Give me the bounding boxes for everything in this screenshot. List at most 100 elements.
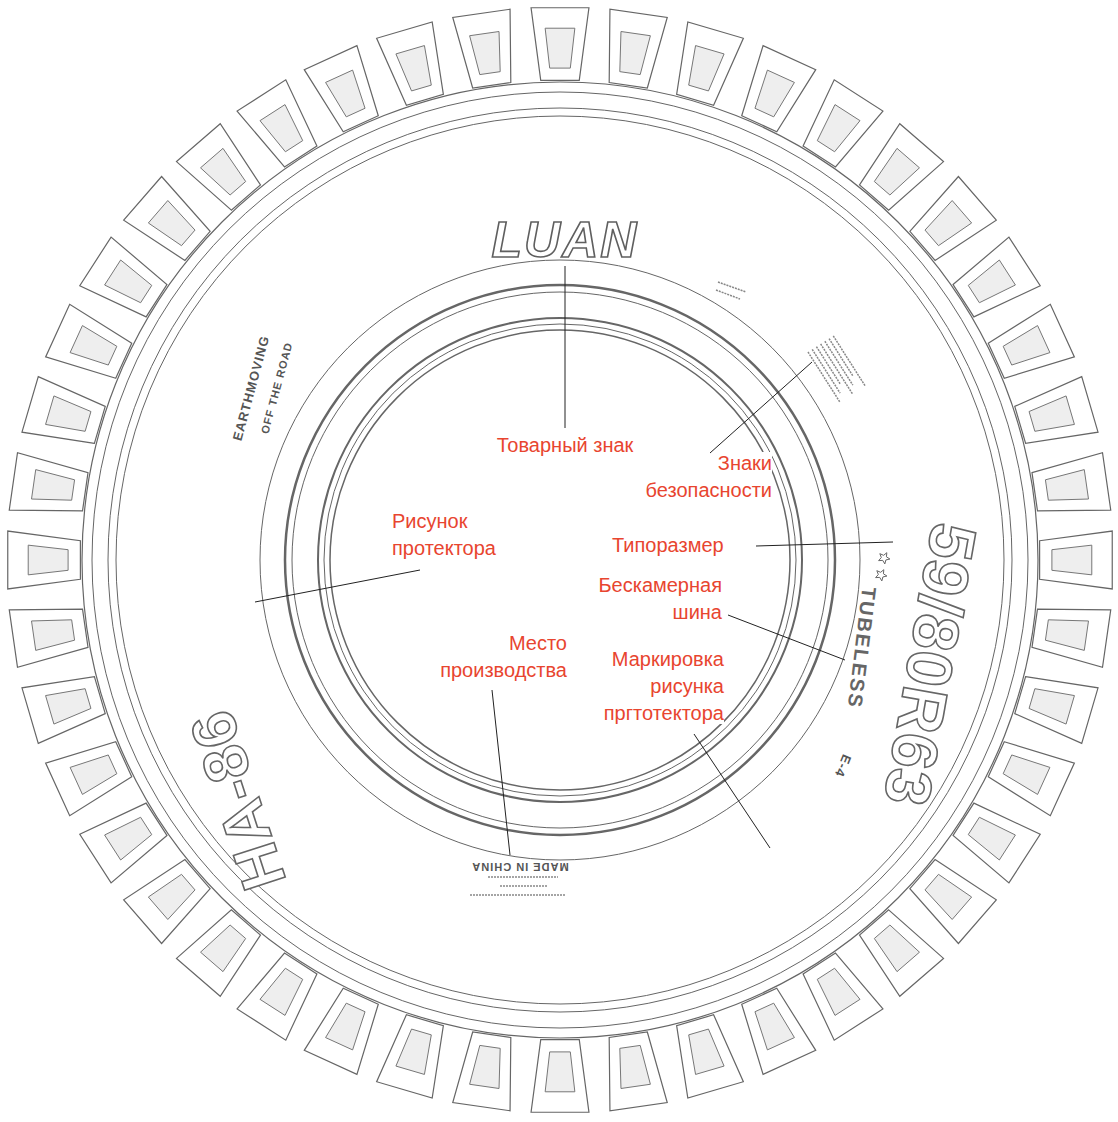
sidewall-text-wrap: TUBELESS bbox=[845, 586, 880, 710]
tread-lug bbox=[677, 1015, 744, 1098]
tread-lug bbox=[910, 860, 996, 944]
tread-lug bbox=[22, 677, 105, 744]
fine-print-mark bbox=[816, 347, 840, 384]
callout-label-wrap: Типоразмер bbox=[612, 532, 762, 559]
fine-print-mark bbox=[500, 885, 548, 887]
lug-pocket bbox=[817, 968, 860, 1015]
lug-pocket bbox=[470, 1045, 501, 1088]
ring bbox=[82, 82, 1038, 1038]
bead-ring bbox=[318, 318, 802, 802]
fine-print-mark bbox=[488, 876, 558, 878]
tread-lug bbox=[803, 80, 883, 167]
callout-label: Типоразмер bbox=[612, 534, 724, 556]
tread-lug bbox=[377, 22, 444, 105]
tread-lug bbox=[531, 8, 589, 81]
tread-lug bbox=[860, 910, 944, 996]
lug-pocket bbox=[326, 1003, 365, 1050]
callout-label-wrap: Знаки безопасности bbox=[622, 450, 772, 504]
fine-print-mark bbox=[825, 341, 853, 385]
lug-pocket bbox=[46, 396, 91, 431]
fine-print-mark bbox=[716, 290, 740, 299]
lug-pocket bbox=[620, 1045, 651, 1088]
lug-pocket bbox=[32, 470, 75, 501]
lug-pocket bbox=[968, 817, 1015, 860]
tread-lug bbox=[8, 531, 81, 589]
callout-label-wrap: Место производства bbox=[417, 630, 567, 684]
callout-label-wrap: Товарный знак bbox=[485, 432, 645, 459]
callout-label-wrap: Маркировка рисунка пргтотектора bbox=[574, 646, 724, 727]
lug-pocket bbox=[620, 32, 651, 75]
pattern-marking-wrap: HA-86 bbox=[180, 703, 296, 897]
tread-lug bbox=[1032, 609, 1111, 667]
callout-label: Маркировка рисунка пргтотектора bbox=[604, 648, 724, 724]
lug-pocket bbox=[874, 925, 919, 972]
callout-label: Знаки безопасности bbox=[646, 452, 772, 501]
brand-logo-wrap: LUAN bbox=[492, 215, 639, 265]
lug-pocket bbox=[1045, 620, 1088, 651]
lug-pocket bbox=[470, 32, 501, 75]
lug-pocket bbox=[817, 105, 860, 152]
tread-lug bbox=[1015, 377, 1098, 444]
lug-pocket bbox=[689, 1029, 724, 1074]
star-symbol bbox=[879, 553, 890, 564]
lug-pocket bbox=[148, 201, 195, 246]
ring bbox=[92, 92, 1028, 1028]
sidewall-rings bbox=[82, 82, 1038, 1038]
lug-pocket bbox=[396, 46, 431, 91]
callout-label-wrap: Бескамерная шина bbox=[572, 572, 722, 626]
tread-lug bbox=[742, 988, 816, 1074]
leader-line bbox=[756, 542, 893, 546]
tread-lug bbox=[609, 9, 667, 88]
lug-pocket bbox=[201, 925, 246, 972]
tread-lug bbox=[237, 80, 317, 167]
rim-ring bbox=[260, 260, 860, 860]
lug-pocket bbox=[46, 689, 91, 724]
leader-line bbox=[728, 615, 845, 660]
rim-ring bbox=[292, 292, 828, 828]
tread-lug bbox=[1015, 677, 1098, 744]
tread-lug bbox=[176, 124, 260, 210]
small-marks bbox=[470, 282, 890, 895]
lug-pocket bbox=[1003, 326, 1050, 365]
lug-pocket bbox=[148, 874, 195, 919]
tread-lug bbox=[860, 124, 944, 210]
fine-print-mark bbox=[829, 339, 853, 376]
sidewall-text: MADE IN CHINA bbox=[471, 861, 568, 873]
bead-ring bbox=[330, 330, 790, 790]
tread-lug bbox=[988, 304, 1074, 378]
lug-pocket bbox=[396, 1029, 431, 1074]
lug-pocket bbox=[968, 260, 1015, 303]
tread-lug bbox=[910, 176, 996, 260]
callout-label: Бескамерная шина bbox=[598, 574, 722, 623]
sidewall-text-wrap: MADE IN CHINA bbox=[471, 861, 568, 872]
star-symbol bbox=[876, 570, 887, 581]
fine-print-mark bbox=[718, 282, 746, 292]
leader-line bbox=[565, 266, 566, 428]
tread-lug bbox=[677, 22, 744, 105]
lug-pocket bbox=[925, 201, 972, 246]
lug-pocket bbox=[260, 105, 303, 152]
sidewall-text: E-4 bbox=[832, 752, 855, 779]
fine-print-mark bbox=[833, 336, 865, 387]
callout-label-wrap: Рисунок протектора bbox=[392, 508, 542, 562]
leader-line bbox=[710, 362, 812, 453]
tread-lug bbox=[453, 9, 511, 88]
lug-pocket bbox=[925, 874, 972, 919]
tread-lug bbox=[953, 803, 1040, 883]
tread bbox=[8, 8, 1112, 1112]
lug-pocket bbox=[1003, 755, 1050, 794]
sidewall-text: TUBELESS bbox=[844, 586, 881, 710]
lug-pocket bbox=[755, 70, 794, 117]
leader-line bbox=[255, 570, 420, 602]
tread-lug bbox=[953, 237, 1040, 317]
callout-label: Товарный знак bbox=[497, 434, 634, 456]
lug-pocket bbox=[260, 968, 303, 1015]
tread-lug bbox=[46, 304, 132, 378]
tread-lug bbox=[22, 377, 105, 444]
lug-pocket bbox=[32, 620, 75, 651]
lug-pocket bbox=[105, 260, 152, 303]
size-marking-wrap: 59/80R63 bbox=[874, 519, 987, 811]
lug-pocket bbox=[70, 326, 117, 365]
